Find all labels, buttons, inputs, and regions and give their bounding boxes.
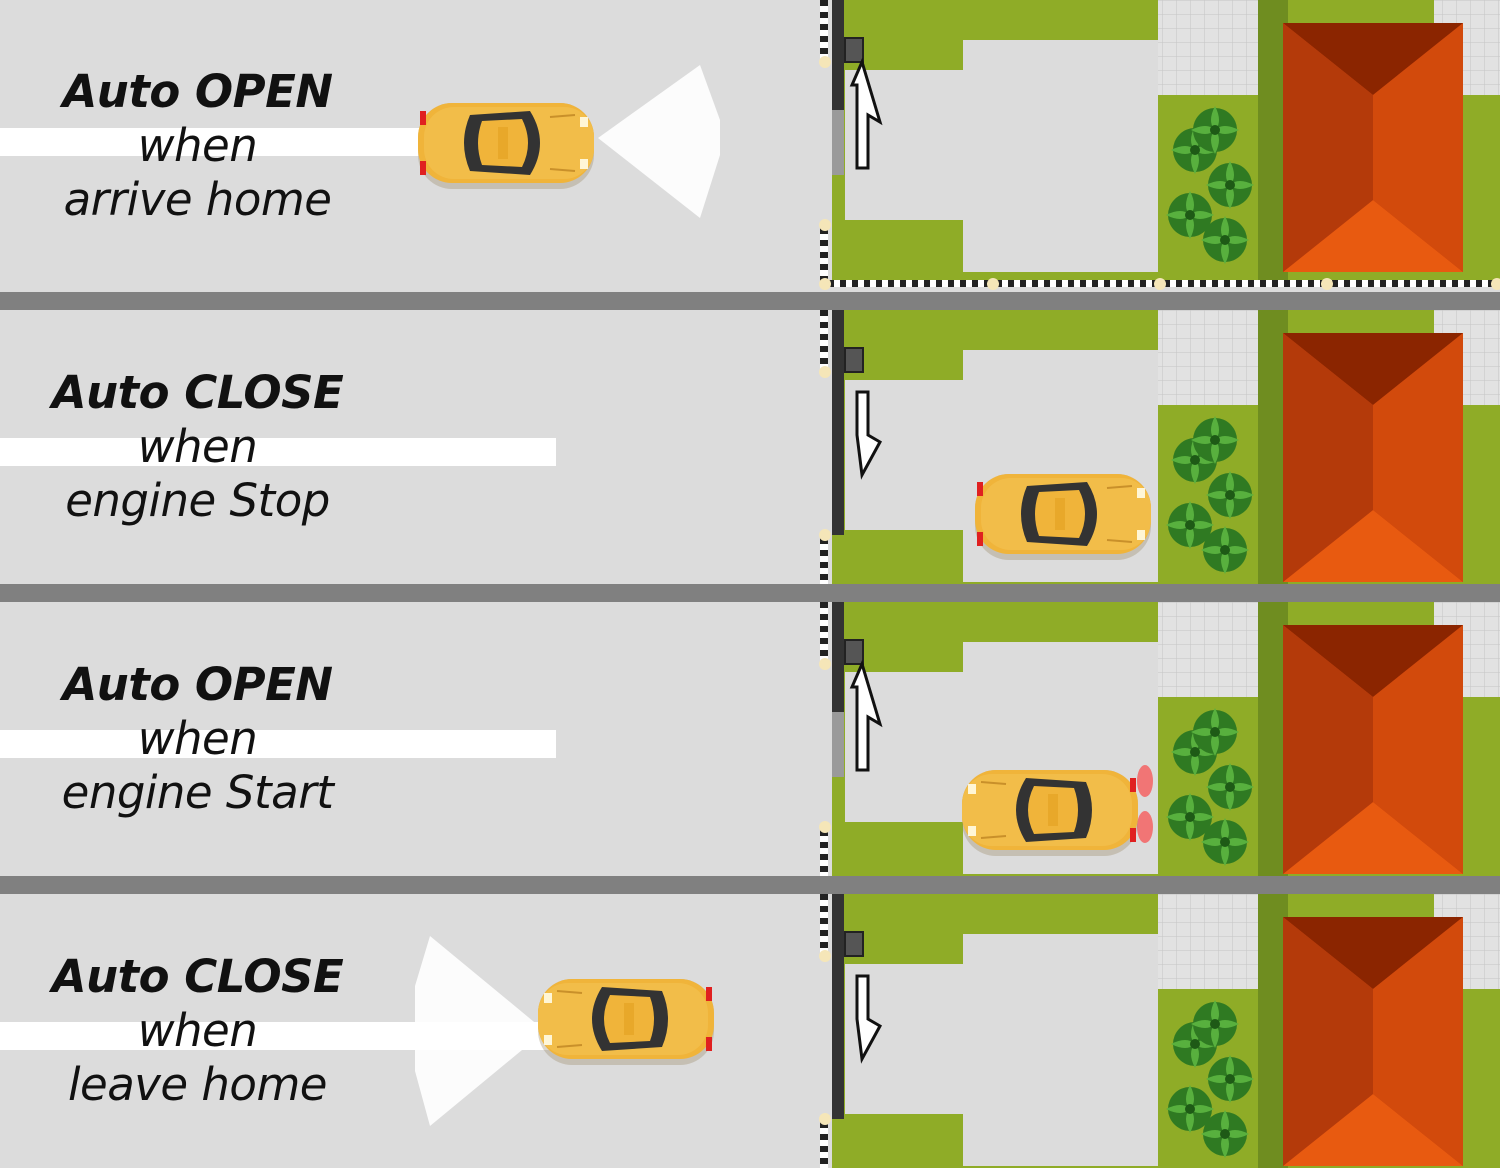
scenario-panel-arrive: Auto OPEN when arrive home [0,0,1500,292]
caption-trigger: leave home [68,1058,327,1111]
tail-light-glow [1137,811,1153,843]
caption-trigger: engine Stop [65,474,330,527]
caption-when: when [137,119,258,172]
headlight-beam-icon [598,65,720,218]
scenario-caption: Auto OPEN when arrive home [0,0,395,292]
headlight-beam-icon [415,936,545,1126]
gate-closed [832,310,844,535]
caption-action: Auto OPEN [62,658,333,711]
gate-arrow-icon [850,662,882,772]
tail-light-glow [1137,765,1153,797]
caption-when: when [137,420,258,473]
divider [0,292,1500,310]
scenario-caption: Auto CLOSE when leave home [0,894,395,1168]
car-icon [961,769,1139,857]
caption-action: Auto CLOSE [51,366,344,419]
gate-open [832,602,844,777]
divider [0,584,1500,602]
scenario-caption: Auto OPEN when engine Start [0,602,395,876]
gate-arrow-icon [855,390,882,477]
scenario-caption: Auto CLOSE when engine Stop [0,310,395,584]
car-icon [974,473,1152,561]
car-icon [537,978,715,1066]
caption-action: Auto OPEN [62,65,333,118]
scenario-panel-leave: Auto CLOSE when leave home [0,876,1500,1168]
caption-trigger: engine Start [61,766,334,819]
gate-open [832,0,844,175]
scenario-panel-engine-stop: Auto CLOSE when engine Stop [0,292,1500,584]
caption-trigger: arrive home [63,173,332,226]
scenario-panel-engine-start: Auto OPEN when engine Start [0,584,1500,876]
divider [0,876,1500,894]
caption-when: when [137,712,258,765]
caption-action: Auto CLOSE [51,950,344,1003]
caption-when: when [137,1004,258,1057]
gate-arrow-icon [855,974,882,1061]
gate-closed [832,894,844,1119]
gate-arrow-icon [850,60,882,170]
car-icon [417,102,595,190]
